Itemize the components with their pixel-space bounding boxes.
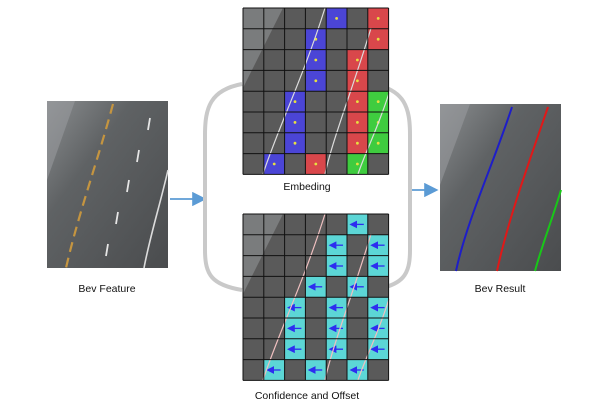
embedding-point [293,100,297,103]
embedding-lane-line [262,7,326,175]
embedding-lane-line [324,27,372,175]
embedding-point [356,141,359,145]
embedding-lane-line [357,92,390,175]
embedding-point [376,37,380,41]
bracket-icon [372,82,412,292]
embedding-point [376,17,380,20]
embedding-point [356,121,359,124]
embedding-point [376,141,380,145]
embedding-point [356,79,359,83]
embedding-point [293,141,297,145]
embedding-grid [242,7,390,175]
embedding-point [335,17,338,20]
confidence-shading [243,214,283,294]
embedding-point [376,100,380,103]
bev-feature-image [47,101,169,269]
bev-result-image [440,104,562,272]
confidence-lane-line [324,233,372,381]
confidence-offset-grid [242,213,390,381]
label-confidence-offset: Confidence and Offset [255,390,359,402]
embedding-point [356,58,359,62]
embedding-point [293,121,297,124]
confidence-lane-line [262,213,326,381]
embedding-point [356,162,359,166]
label-bev-feature: Bev Feature [78,283,135,295]
confidence-lane-line [357,298,390,381]
bracket-icon [203,82,243,292]
embedding-point [272,162,276,166]
embedding-point [356,100,359,103]
label-embedding: Embeding [283,181,330,193]
label-bev-result: Bev Result [475,283,526,295]
embedding-point [314,162,318,166]
embedding-shading [243,8,283,88]
embedding-point [314,79,318,83]
embedding-point [314,58,318,62]
